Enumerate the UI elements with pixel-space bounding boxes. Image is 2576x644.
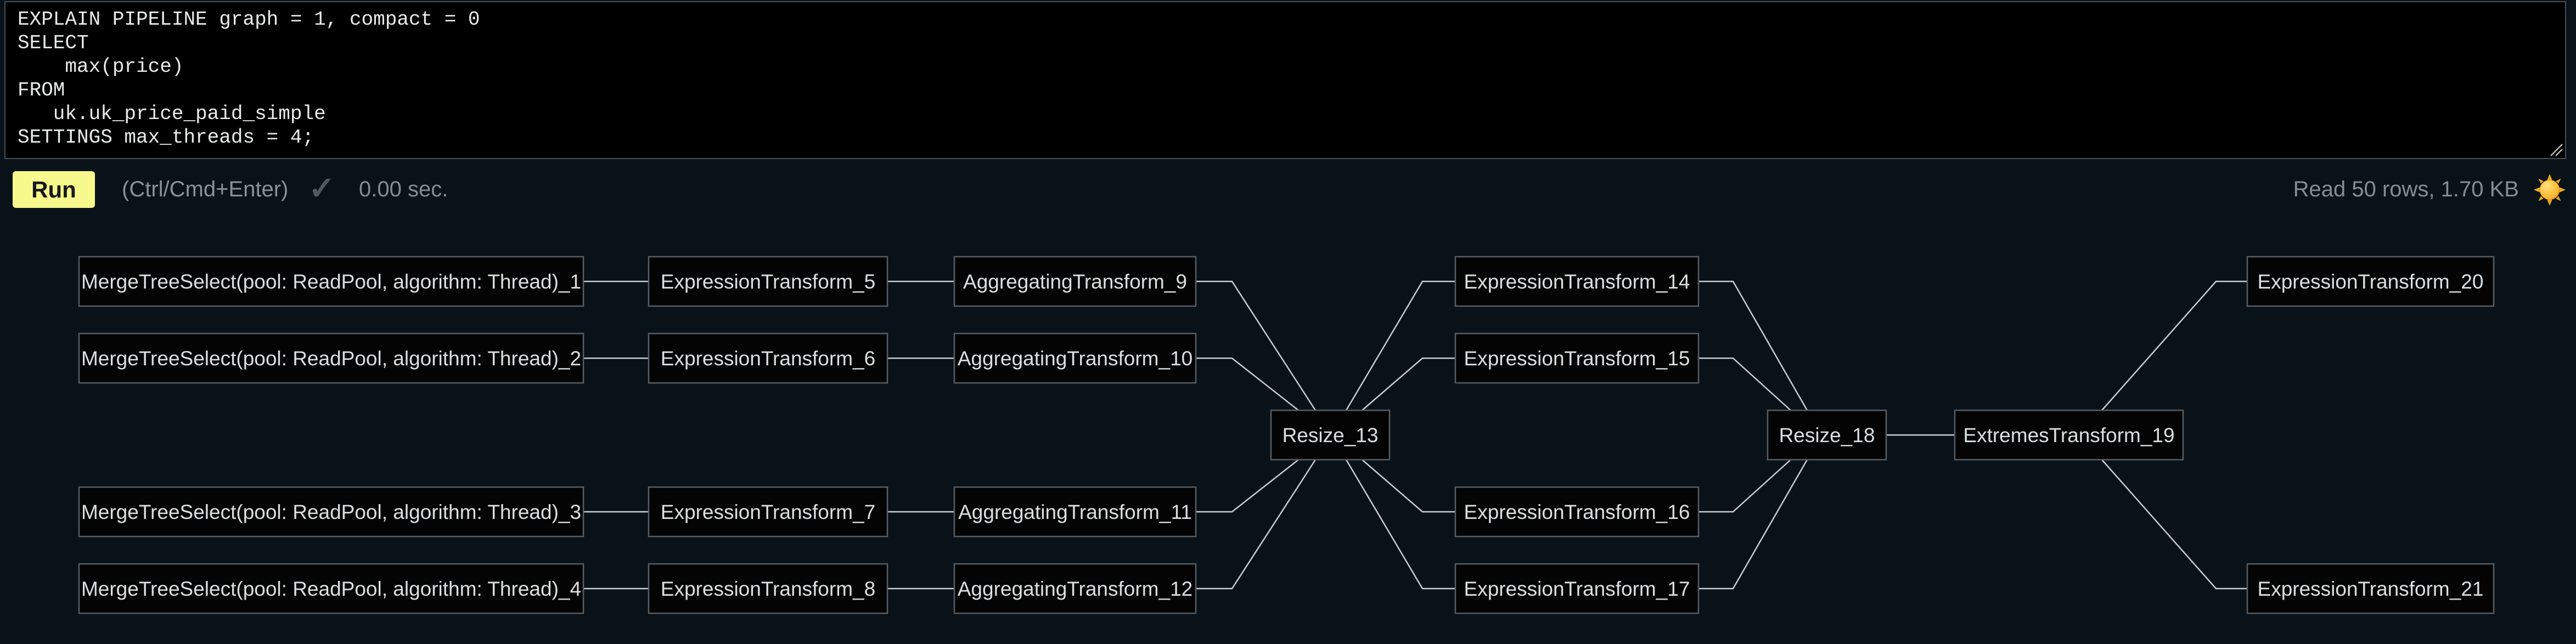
pipeline-node-label: MergeTreeSelect(pool: ReadPool, algorith…	[81, 270, 581, 293]
pipeline-node-MergeTreeSelect_1: MergeTreeSelect(pool: ReadPool, algorith…	[78, 256, 584, 307]
pipeline-node-label: Resize_18	[1779, 424, 1875, 447]
pipeline-node-MergeTreeSelect_3: MergeTreeSelect(pool: ReadPool, algorith…	[78, 486, 584, 538]
pipeline-node-AggregatingTransform_11: AggregatingTransform_11	[953, 486, 1197, 538]
pipeline-edge	[2101, 280, 2247, 411]
pipeline-edge	[1362, 459, 1455, 513]
pipeline-node-ExpressionTransform_17: ExpressionTransform_17	[1454, 563, 1700, 614]
pipeline-node-Resize_18: Resize_18	[1767, 409, 1887, 461]
pipeline-node-ExpressionTransform_6: ExpressionTransform_6	[648, 332, 888, 384]
pipeline-node-label: AggregatingTransform_11	[958, 501, 1192, 523]
pipeline-node-box	[2246, 256, 2495, 307]
pipeline-edge	[1698, 459, 1791, 513]
pipeline-node-box	[1454, 486, 1700, 538]
pipeline-node-ExpressionTransform_20: ExpressionTransform_20	[2246, 256, 2495, 307]
pipeline-node-box	[78, 256, 584, 307]
sql-editor-text[interactable]: EXPLAIN PIPELINE graph = 1, compact = 0 …	[18, 8, 480, 149]
pipeline-node-box	[953, 563, 1197, 614]
pipeline-node-box	[1270, 409, 1391, 461]
pipeline-node-label: MergeTreeSelect(pool: ReadPool, algorith…	[81, 578, 581, 600]
pipeline-node-ExpressionTransform_8: ExpressionTransform_8	[648, 563, 888, 614]
pipeline-edge	[1698, 459, 1808, 590]
pipeline-node-label: ExpressionTransform_21	[2258, 578, 2484, 600]
pipeline-node-label: ExpressionTransform_6	[661, 347, 875, 370]
pipeline-edge	[1196, 459, 1299, 513]
pipeline-node-label: ExpressionTransform_17	[1464, 578, 1690, 600]
sql-editor[interactable]: EXPLAIN PIPELINE graph = 1, compact = 0 …	[4, 1, 2566, 159]
pipeline-edge	[1196, 280, 1317, 411]
pipeline-node-MergeTreeSelect_4: MergeTreeSelect(pool: ReadPool, algorith…	[78, 563, 584, 614]
pipeline-edge	[1698, 357, 1791, 411]
pipeline-node-box	[648, 486, 888, 538]
pipeline-node-box	[1454, 563, 1700, 614]
elapsed-time: 0.00 sec.	[359, 177, 448, 201]
pipeline-node-ExpressionTransform_21: ExpressionTransform_21	[2246, 563, 2495, 614]
shortcut-hint: (Ctrl/Cmd+Enter)	[122, 177, 289, 201]
resize-grip-icon[interactable]	[2547, 143, 2564, 157]
pipeline-node-box	[78, 486, 584, 538]
pipeline-node-MergeTreeSelect_2: MergeTreeSelect(pool: ReadPool, algorith…	[78, 332, 584, 384]
pipeline-node-ExpressionTransform_16: ExpressionTransform_16	[1454, 486, 1700, 538]
pipeline-node-label: ExpressionTransform_14	[1464, 270, 1690, 293]
pipeline-node-label: AggregatingTransform_10	[958, 347, 1193, 370]
pipeline-edge	[1196, 459, 1317, 590]
pipeline-node-Resize_13: Resize_13	[1270, 409, 1391, 461]
pipeline-node-label: ExtremesTransform_19	[1963, 424, 2174, 447]
pipeline-node-label: ExpressionTransform_15	[1464, 347, 1690, 370]
pipeline-node-box	[953, 256, 1197, 307]
pipeline-node-AggregatingTransform_12: AggregatingTransform_12	[953, 563, 1197, 614]
pipeline-node-box	[2246, 563, 2495, 614]
pipeline-edge	[1698, 280, 1808, 411]
pipeline-node-label: AggregatingTransform_12	[958, 578, 1193, 600]
pipeline-node-box	[78, 563, 584, 614]
pipeline-node-ExpressionTransform_5: ExpressionTransform_5	[648, 256, 888, 307]
pipeline-node-label: ExpressionTransform_5	[661, 270, 875, 293]
pipeline-node-label: AggregatingTransform_9	[963, 270, 1187, 293]
pipeline-node-label: Resize_13	[1283, 424, 1379, 447]
pipeline-node-box	[78, 332, 584, 384]
pipeline-node-box	[1767, 409, 1887, 461]
pipeline-node-box	[1454, 332, 1700, 384]
pipeline-node-ExpressionTransform_7: ExpressionTransform_7	[648, 486, 888, 538]
pipeline-node-box	[953, 486, 1197, 538]
pipeline-node-label: ExpressionTransform_20	[2258, 270, 2484, 293]
pipeline-node-label: ExpressionTransform_7	[661, 501, 875, 523]
pipeline-edge	[1362, 357, 1455, 411]
pipeline-node-box	[1454, 256, 1700, 307]
toolbar: Run (Ctrl/Cmd+Enter) ✓ 0.00 sec. Read 50…	[0, 171, 2576, 208]
pipeline-node-box	[953, 332, 1197, 384]
pipeline-node-label: MergeTreeSelect(pool: ReadPool, algorith…	[81, 501, 581, 523]
pipeline-node-AggregatingTransform_9: AggregatingTransform_9	[953, 256, 1197, 307]
pipeline-node-ExpressionTransform_14: ExpressionTransform_14	[1454, 256, 1700, 307]
theme-toggle-sun-icon[interactable]	[2533, 173, 2566, 206]
run-button[interactable]: Run	[13, 171, 95, 208]
pipeline-node-box	[1954, 409, 2184, 461]
pipeline-node-ExtremesTransform_19: ExtremesTransform_19	[1954, 409, 2184, 461]
pipeline-node-box	[648, 256, 888, 307]
pipeline-node-ExpressionTransform_15: ExpressionTransform_15	[1454, 332, 1700, 384]
pipeline-node-label: ExpressionTransform_8	[661, 578, 875, 600]
pipeline-node-box	[648, 332, 888, 384]
pipeline-node-label: MergeTreeSelect(pool: ReadPool, algorith…	[81, 347, 581, 370]
pipeline-node-box	[648, 563, 888, 614]
pipeline-edge	[1345, 459, 1455, 590]
pipeline-node-AggregatingTransform_10: AggregatingTransform_10	[953, 332, 1197, 384]
pipeline-edge	[1345, 280, 1455, 411]
read-stats: Read 50 rows, 1.70 KB	[2293, 177, 2519, 201]
success-check-icon: ✓	[308, 171, 335, 206]
pipeline-edge	[1196, 357, 1299, 411]
pipeline-edge	[2101, 459, 2247, 590]
pipeline-node-label: ExpressionTransform_16	[1464, 501, 1690, 523]
